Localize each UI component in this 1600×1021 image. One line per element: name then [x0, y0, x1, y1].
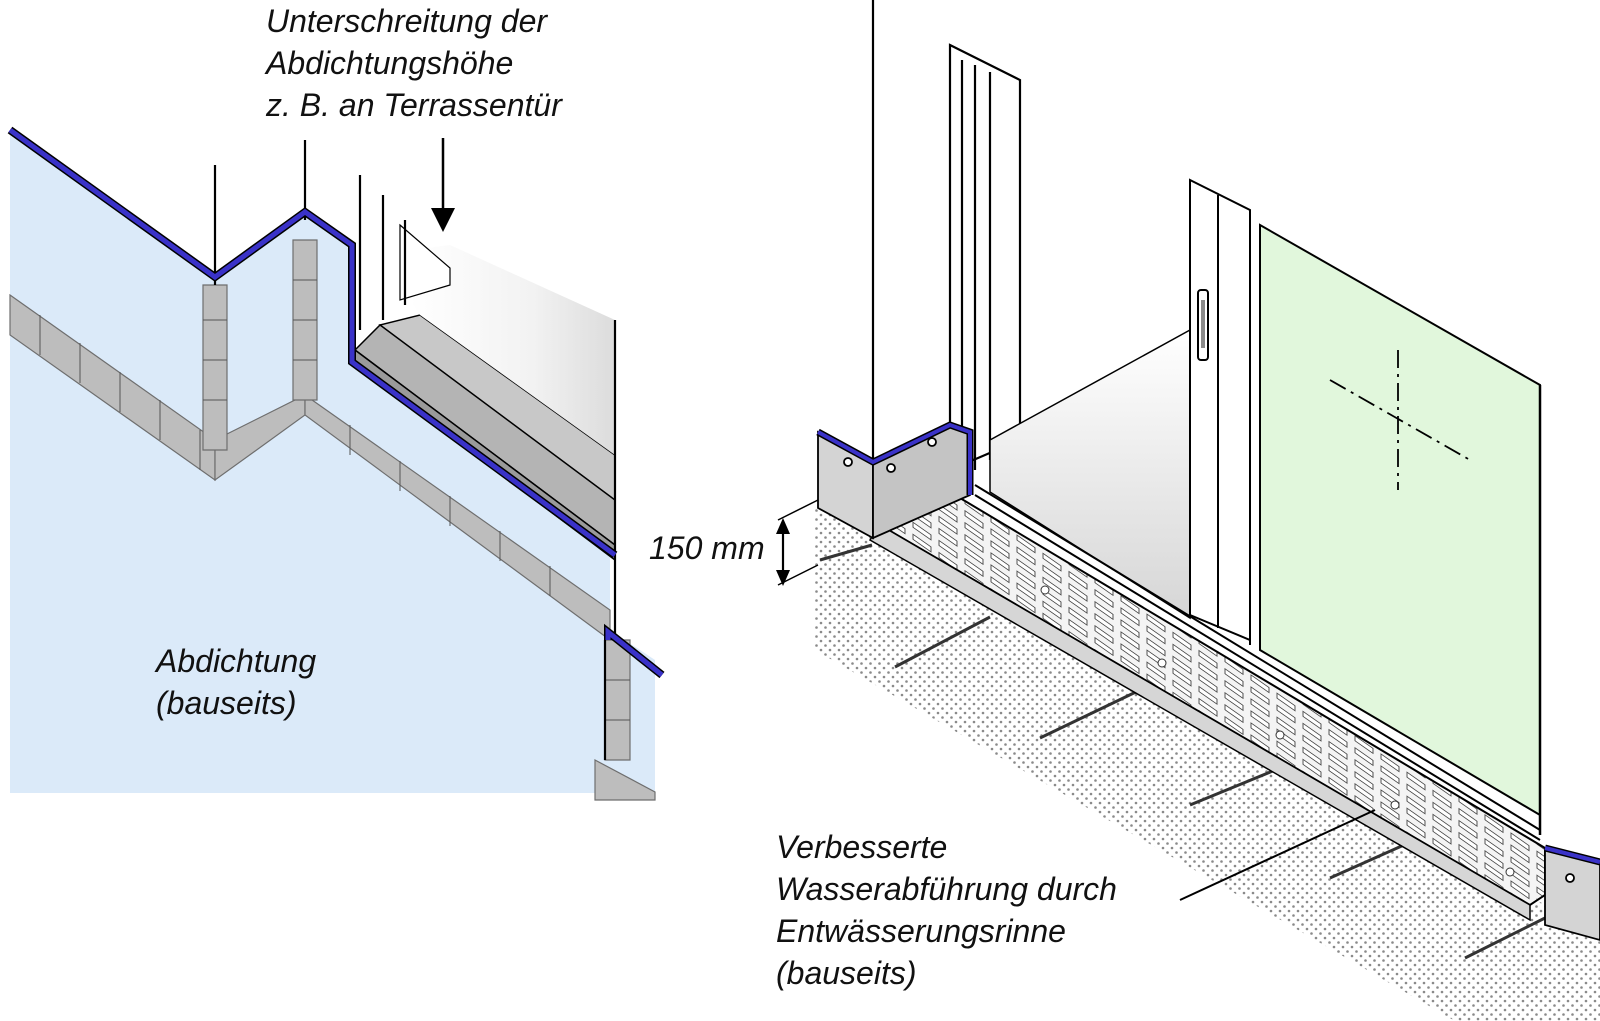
dimension-text: 150 mm [649, 530, 765, 566]
label-line: Abdichtung [156, 643, 317, 679]
right-detail [776, 0, 1600, 1021]
grate-screws [1040, 585, 1515, 877]
label-dimension: 150 mm [649, 528, 765, 568]
tile-joint-hatch [39, 279, 630, 721]
label-line: Unterschreitung der [266, 3, 548, 39]
label-wasserabfuehrung: Verbesserte Wasserabführung durch Entwäs… [776, 826, 1117, 994]
opening-symbol [1329, 350, 1471, 490]
down-arrow-icon [431, 138, 455, 232]
label-line: Wasserabführung durch [776, 871, 1117, 907]
label-line: Verbesserte [776, 829, 948, 865]
sliding-sash [1189, 178, 1251, 642]
door-frame [871, 0, 1022, 472]
waterproofing-area [10, 135, 655, 793]
label-line: Abdichtungshöhe [266, 45, 514, 81]
label-line: Entwässerungsrinne [776, 913, 1066, 949]
left-detail [7, 126, 665, 801]
wall-edges [213, 140, 617, 760]
label-unterschreitung: Unterschreitung der Abdichtungshöhe z. B… [266, 0, 562, 126]
leader-line [1179, 809, 1376, 901]
gravel-ground [815, 508, 1600, 1021]
door-opening [410, 245, 615, 455]
dimension-150mm [776, 499, 819, 586]
label-line: (bauseits) [156, 685, 297, 721]
label-line: z. B. an Terrassentür [266, 87, 562, 123]
right-door-opening [989, 328, 1191, 620]
label-abdichtung: Abdichtung (bauseits) [156, 640, 316, 724]
label-line: (bauseits) [776, 955, 917, 991]
